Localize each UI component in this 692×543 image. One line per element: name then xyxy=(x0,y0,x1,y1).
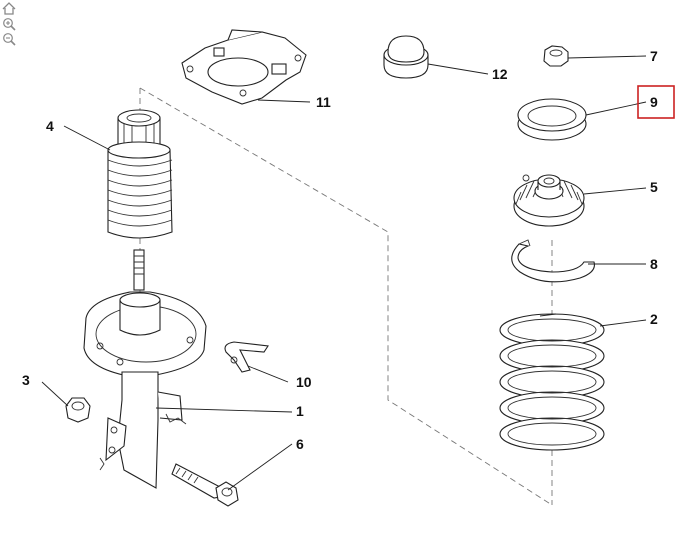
zoom-out-icon xyxy=(3,33,16,46)
part-11-mounting-plate[interactable] xyxy=(181,29,307,105)
leader-lines xyxy=(41,55,647,491)
callout-8[interactable]: 8 xyxy=(650,256,658,272)
callout-2[interactable]: 2 xyxy=(650,311,658,327)
zoom-in-button[interactable] xyxy=(2,17,18,32)
zoom-in-icon xyxy=(3,18,16,31)
part-6-bolt[interactable] xyxy=(171,463,239,507)
home-button[interactable] xyxy=(2,2,18,17)
callout-11[interactable]: 11 xyxy=(316,94,331,110)
callout-12[interactable]: 12 xyxy=(492,66,508,82)
callout-9[interactable]: 9 xyxy=(650,94,658,110)
part-9-bearing-ring[interactable] xyxy=(517,98,587,141)
part-12-dust-cap[interactable] xyxy=(383,35,429,79)
part-7-nut[interactable] xyxy=(543,45,569,67)
callout-labels: 1 2 3 4 5 6 7 8 9 10 11 12 xyxy=(22,48,658,452)
part-4-bellows-boot[interactable] xyxy=(107,109,173,239)
assembly-guide-lines xyxy=(139,87,553,506)
callout-1[interactable]: 1 xyxy=(296,403,304,419)
home-icon xyxy=(2,2,16,15)
callout-10[interactable]: 10 xyxy=(296,374,312,390)
part-2-coil-spring[interactable] xyxy=(499,313,605,451)
selected-callout-highlight xyxy=(637,85,675,119)
callout-6[interactable]: 6 xyxy=(296,436,304,452)
callout-4[interactable]: 4 xyxy=(46,118,54,134)
zoom-toolbar xyxy=(2,2,18,47)
callout-7[interactable]: 7 xyxy=(650,48,658,64)
part-10-retaining-clip[interactable] xyxy=(224,341,269,373)
part-1-strut-assembly[interactable] xyxy=(83,249,207,489)
part-3-nut[interactable] xyxy=(65,397,91,423)
part-8-spring-seat[interactable] xyxy=(511,239,595,283)
callout-5[interactable]: 5 xyxy=(650,179,658,195)
part-5-strut-mount[interactable] xyxy=(513,174,585,227)
zoom-out-button[interactable] xyxy=(2,32,18,47)
callout-3[interactable]: 3 xyxy=(22,372,30,388)
